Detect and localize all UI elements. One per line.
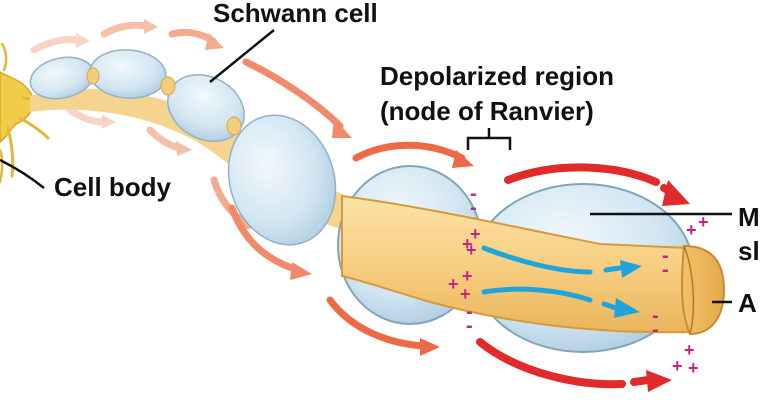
plus-sign: + xyxy=(462,234,473,254)
ion-flow-arrows xyxy=(481,245,642,318)
plus-sign: + xyxy=(466,240,477,260)
axon-core xyxy=(341,194,694,334)
label-cell-body: Cell body xyxy=(54,172,172,202)
label-axon: A xyxy=(738,288,757,318)
current-arrows xyxy=(228,58,690,392)
plus-sign: + xyxy=(698,212,709,232)
plus-sign: + xyxy=(448,274,459,294)
label-depolarized-region: Depolarized region xyxy=(380,61,614,91)
plus-sign: + xyxy=(672,356,683,376)
minus-sign: - xyxy=(652,305,659,327)
faint-arrows-top xyxy=(30,19,224,54)
schwann-sheaths xyxy=(29,49,337,246)
label-myelin-sheath-line2: sl xyxy=(738,236,760,266)
plus-sign: + xyxy=(688,358,699,378)
leader-lines xyxy=(0,29,732,304)
nodes-small xyxy=(86,67,242,136)
plus-sign: + xyxy=(686,220,697,240)
plus-sign: + xyxy=(470,224,481,244)
node-bracket xyxy=(466,128,512,150)
minus-sign: - xyxy=(470,183,477,205)
cell-body-shape xyxy=(0,42,54,184)
plus-sign: + xyxy=(460,284,471,304)
charge-signs: - - + + + + + + - - + + - - - - + + + xyxy=(448,183,709,378)
minus-sign: - xyxy=(662,259,669,281)
label-myelin-sheath-line1: M xyxy=(738,202,760,232)
minus-sign: - xyxy=(652,319,659,341)
plus-sign: + xyxy=(462,266,473,286)
minus-sign: - xyxy=(466,315,473,337)
label-schwann-cell: Schwann cell xyxy=(213,0,378,28)
minus-sign: - xyxy=(466,301,473,323)
label-node-of-ranvier: (node of Ranvier) xyxy=(380,96,594,126)
minus-sign: - xyxy=(470,197,477,219)
minus-sign: - xyxy=(662,245,669,267)
plus-sign: + xyxy=(684,340,695,360)
